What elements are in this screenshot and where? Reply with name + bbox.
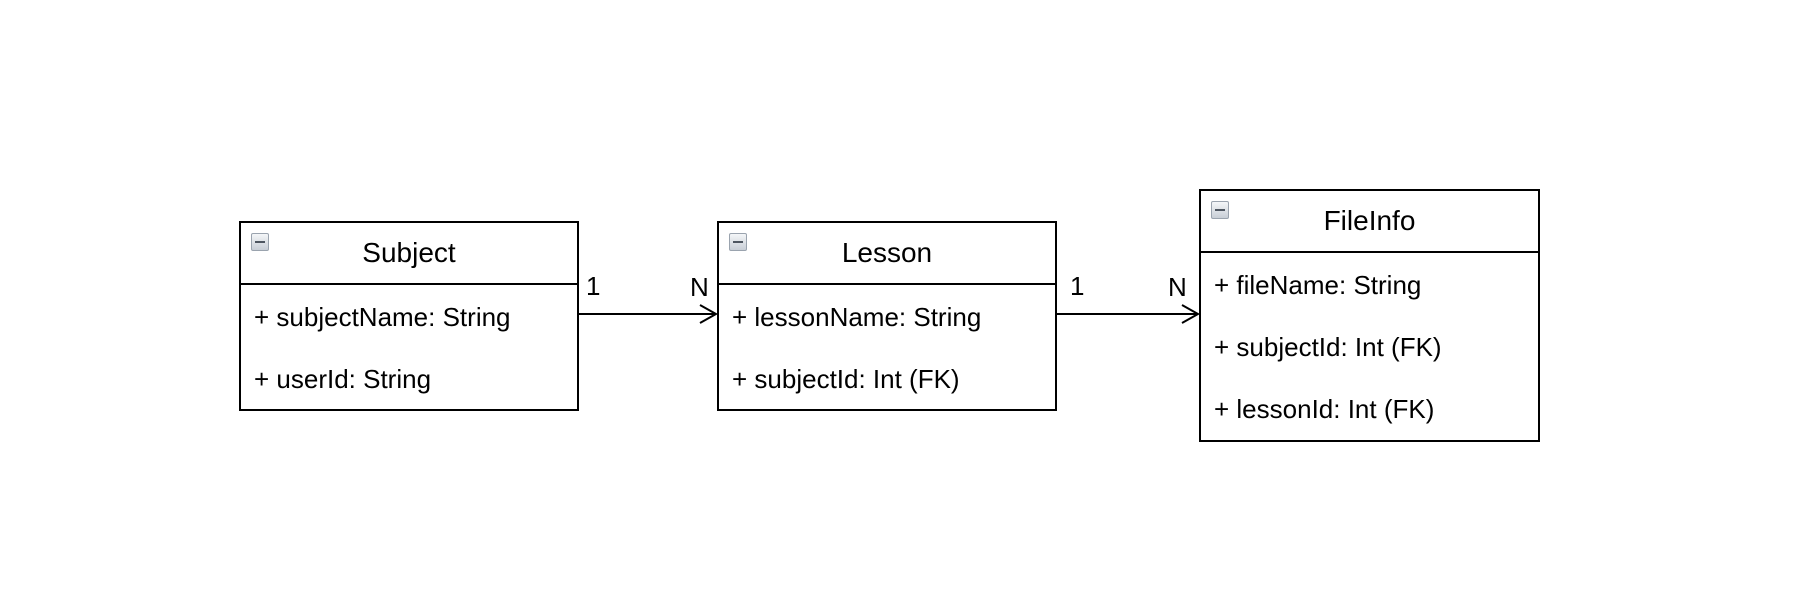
attribute: + lessonName: String: [732, 302, 982, 332]
target-multiplicity: N: [690, 272, 709, 302]
class-fileinfo[interactable]: FileInfo + fileName: String + subjectId:…: [1199, 189, 1540, 442]
association-lesson-fileinfo[interactable]: [1056, 304, 1201, 324]
attribute: + lessonId: Int (FK): [1214, 394, 1435, 424]
class-name: FileInfo: [1323, 205, 1416, 236]
open-arrowhead: [1181, 304, 1201, 324]
class-header: FileInfo: [1201, 191, 1538, 253]
attribute: + subjectId: Int (FK): [1214, 332, 1442, 362]
attribute: + subjectName: String: [254, 302, 511, 332]
target-multiplicity: N: [1168, 272, 1187, 302]
source-multiplicity: 1: [1070, 271, 1085, 301]
attribute: + subjectId: Int (FK): [732, 364, 960, 394]
attribute-list: + fileName: String + subjectId: Int (FK)…: [1201, 253, 1538, 447]
collapse-minus-icon[interactable]: [251, 233, 269, 251]
collapse-minus-icon[interactable]: [729, 233, 747, 251]
attribute-list: + lessonName: String + subjectId: Int (F…: [719, 285, 1055, 417]
association-subject-lesson[interactable]: [578, 304, 719, 324]
collapse-minus-icon[interactable]: [1211, 201, 1229, 219]
class-name: Subject: [362, 237, 456, 268]
class-header: Lesson: [719, 223, 1055, 285]
class-subject[interactable]: Subject + subjectName: String + userId: …: [239, 221, 579, 411]
class-lesson[interactable]: Lesson + lessonName: String + subjectId:…: [717, 221, 1057, 411]
attribute: + fileName: String: [1214, 270, 1422, 300]
class-header: Subject: [241, 223, 577, 285]
attribute: + userId: String: [254, 364, 432, 394]
open-arrowhead: [699, 304, 719, 324]
attribute-list: + subjectName: String + userId: String: [241, 285, 577, 417]
class-name: Lesson: [841, 237, 933, 268]
source-multiplicity: 1: [586, 271, 601, 301]
